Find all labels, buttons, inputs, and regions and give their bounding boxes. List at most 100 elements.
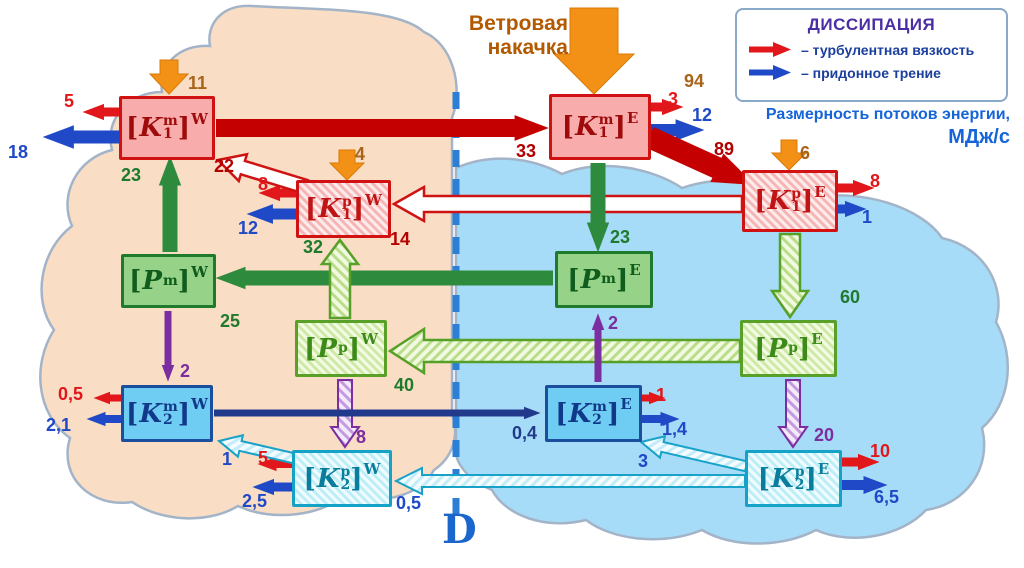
wind-caption-line1: Ветровая <box>468 12 568 35</box>
flow-wind-k1me: 94 <box>684 71 705 91</box>
wind-arrow-main <box>552 7 636 95</box>
symbol: K <box>568 398 592 429</box>
symbol: K <box>318 194 341 224</box>
bracket-open: [ <box>555 398 568 429</box>
bracket-open: [ <box>754 186 767 216</box>
bracket-close: ] <box>351 194 365 224</box>
flow-ppw-to-k2pw: 8 <box>356 427 367 447</box>
superscript: p <box>791 186 801 203</box>
subscript: 2 <box>340 476 351 493</box>
flow-k2me-friction: 1,4 <box>662 419 688 439</box>
wind-arrow-k1m-west <box>148 59 190 95</box>
arrow-ppw-to-k1pw <box>319 237 361 320</box>
flow-k2pe-viscosity: 10 <box>870 441 891 461</box>
subscript: 1 <box>598 125 609 141</box>
arrow-k1me-to-k1pe <box>644 126 755 186</box>
bracket-close: ] <box>177 266 191 296</box>
bracket-open: [ <box>303 463 316 494</box>
flow-k1me-viscosity: 3 <box>668 89 679 109</box>
arrow-k1pe-to-ppe <box>769 232 811 320</box>
flow-k1pe-to-ppe: 60 <box>840 287 861 307</box>
superscript: m <box>162 113 178 130</box>
arrow-ppe-to-k2pe <box>777 379 809 449</box>
bracket-close: ] <box>177 398 191 429</box>
region: E <box>814 182 826 201</box>
superscript: m <box>162 398 178 415</box>
symbol: P <box>580 264 601 295</box>
flow-k1pe-friction: 1 <box>862 207 873 227</box>
region: W <box>361 330 378 348</box>
symbol: P <box>142 266 162 296</box>
bracket-close: ] <box>350 463 363 494</box>
superscript: m <box>592 398 607 415</box>
legend-row-friction: – придонное трение <box>737 64 1006 81</box>
flow-pmw-to-k2mw: 2 <box>180 361 191 381</box>
subscript: 1 <box>341 207 352 223</box>
flow-k2mw-viscosity: 0,5 <box>58 384 84 404</box>
flow-k2mw-friction: 2,1 <box>46 415 72 435</box>
flow-k1mw-to-k1me: 33 <box>516 141 537 161</box>
units-line1: Размерность потоков энергии, <box>765 106 1010 123</box>
wind-arrow-k1p-west <box>328 149 366 181</box>
wind-pumping-caption: Ветровая накачка <box>436 12 568 59</box>
bracket-close: ] <box>177 113 191 143</box>
bracket-close: ] <box>800 186 814 216</box>
superscript: m <box>162 272 178 289</box>
flow-ppe-to-ppw: 40 <box>394 375 415 395</box>
bracket-close: ] <box>804 463 817 494</box>
region: W <box>191 109 208 128</box>
superscript: p <box>341 194 352 211</box>
flow-k2me-viscosity: 1 <box>656 385 667 405</box>
flow-k1pw-viscosity: 8 <box>258 174 269 194</box>
flow-ppe-to-k2pe: 20 <box>814 425 835 445</box>
superscript: p <box>340 463 351 480</box>
wind-arrow-k1p-east <box>770 139 808 171</box>
subscript: 1 <box>791 199 801 215</box>
divider-label: D <box>442 506 477 553</box>
bracket-open: [ <box>126 398 139 429</box>
flow-k2me-to-pme: 2 <box>608 313 619 333</box>
flow-k2pe-friction: 6,5 <box>874 487 900 507</box>
flow-wind-k1mw: 11 <box>188 73 208 93</box>
subscript: 2 <box>592 411 602 428</box>
flow-k2pw-friction: 2,5 <box>242 491 268 511</box>
bracket-close: ] <box>613 112 626 142</box>
bracket-open: [ <box>129 266 142 296</box>
flow-k1mw-viscosity: 5 <box>64 91 75 111</box>
superscript: p <box>794 463 805 480</box>
flow-k2pe-to-k2pw: 0,5 <box>396 493 422 513</box>
region: E <box>811 330 823 348</box>
bracket-close: ] <box>615 264 629 295</box>
bracket-open: [ <box>561 112 575 142</box>
flow-wind-k1pw: 4 <box>355 144 366 164</box>
bracket-open: [ <box>567 264 580 295</box>
bracket-open: [ <box>304 333 317 364</box>
symbol: K <box>139 113 162 143</box>
flow-k1pe-to-k1pw: 14 <box>390 229 411 249</box>
flow-pmw-to-k1mw: 23 <box>121 165 142 185</box>
subscript: 2 <box>162 411 173 428</box>
region: W <box>363 460 381 478</box>
superscript: p <box>788 340 798 357</box>
flow-pme-to-pmw: 25 <box>220 311 241 331</box>
subscript: 1 <box>162 126 173 142</box>
subscript: 2 <box>794 476 805 493</box>
flow-k1pw-friction: 12 <box>238 218 259 238</box>
symbol: K <box>575 112 598 142</box>
